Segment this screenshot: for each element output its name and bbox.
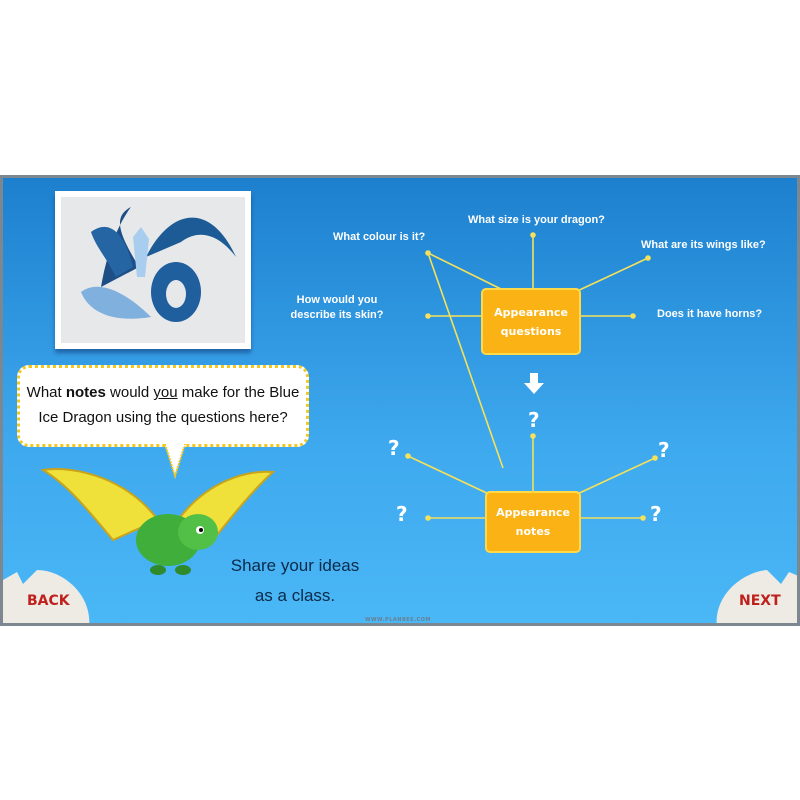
blue-dragon-illustration: [81, 207, 236, 322]
appearance-notes-box: Appearance notes: [485, 491, 581, 553]
question-horns: Does it have horns?: [657, 308, 763, 320]
appearance-questions-box: Appearance questions: [481, 288, 581, 355]
question-wings: What are its wings like?: [641, 239, 766, 251]
note-placeholder: ?: [388, 436, 400, 460]
bubble-text: make for the Blue Ice Dragon using the q…: [38, 384, 300, 426]
share-instruction: Share your ideas as a class.: [230, 556, 360, 605]
connector-lines-upper: [427, 252, 504, 291]
question-size: What size is your dragon?: [468, 214, 605, 226]
bubble-text: What: [26, 384, 66, 401]
bubble-underline: you: [153, 384, 178, 401]
question-skin: How would you describe its skin?: [290, 294, 384, 321]
back-label: BACK: [27, 593, 70, 609]
bubble-tail: [163, 444, 187, 480]
bubble-bold: notes: [65, 384, 106, 401]
blue-ice-dragon-image: [55, 191, 251, 349]
watermark: WWW.PLANBEE.COM: [365, 617, 431, 623]
next-label: NEXT: [739, 593, 781, 609]
mind-map-lines: [405, 232, 658, 521]
bubble-text: would: [105, 384, 154, 401]
next-button[interactable]: NEXT: [713, 570, 797, 623]
speech-bubble: What notes would you make for the Blue I…: [17, 365, 309, 447]
egg-shell-icon: [3, 570, 90, 623]
note-placeholder: ?: [396, 502, 408, 526]
note-placeholder: ?: [650, 502, 662, 526]
back-button[interactable]: BACK: [3, 570, 95, 623]
note-placeholder: ?: [528, 408, 540, 432]
green-dragon-illustration: [40, 468, 276, 575]
egg-shell-icon: [716, 570, 797, 623]
down-arrow-icon: [524, 373, 544, 394]
slide: What colour is it? What size is your dra…: [0, 175, 800, 626]
question-colour: What colour is it?: [333, 231, 426, 243]
note-placeholder: ?: [658, 438, 670, 462]
